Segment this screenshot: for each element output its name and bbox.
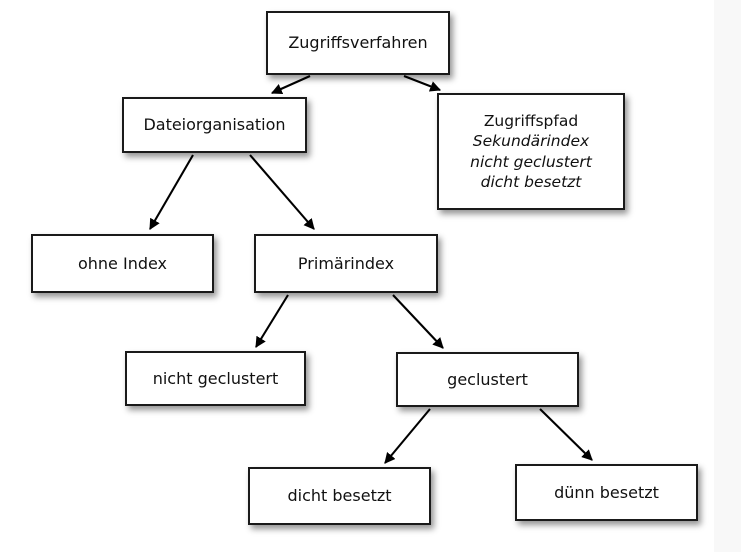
edge-geclustert-dicht-besetzt — [384, 408, 431, 464]
node-zugriffspfad[interactable]: Zugriffspfad Sekundärindex nicht geclust… — [437, 93, 625, 210]
node-label: dicht besetzt — [287, 486, 392, 506]
node-label: dünn besetzt — [554, 482, 659, 502]
node-dateiorganisation[interactable]: Dateiorganisation — [122, 97, 307, 153]
edge-dateiorganisation-ohne-index — [149, 154, 194, 230]
node-zugriffsverfahren[interactable]: Zugriffsverfahren — [266, 11, 450, 75]
node-geclustert[interactable]: geclustert — [396, 352, 579, 407]
node-label: Primärindex — [297, 253, 395, 273]
node-primaerindex[interactable]: Primärindex — [254, 234, 438, 293]
edge-geclustert-duenn-besetzt — [539, 408, 593, 461]
edge-primaerindex-geclustert — [392, 294, 444, 349]
node-duenn-besetzt[interactable]: dünn besetzt — [515, 464, 698, 521]
edge-zugriffsverfahren-dateiorganisation — [271, 75, 311, 94]
node-ohne-index[interactable]: ohne Index — [31, 234, 214, 293]
node-label: geclustert — [447, 369, 528, 389]
node-nicht-geclustert[interactable]: nicht geclustert — [125, 351, 306, 406]
edge-zugriffsverfahren-zugriffspfad — [403, 75, 442, 92]
edge-primaerindex-nicht-geclustert — [255, 294, 289, 348]
node-label-multiline: Zugriffspfad Sekundärindex nicht geclust… — [470, 111, 592, 191]
edge-dateiorganisation-primaerindex — [249, 154, 315, 230]
node-label: ohne Index — [77, 253, 168, 273]
node-label: Zugriffsverfahren — [288, 33, 428, 53]
node-label: nicht geclustert — [152, 368, 279, 388]
right-background-strip — [714, 0, 741, 552]
node-label: Dateiorganisation — [143, 115, 286, 135]
node-dicht-besetzt[interactable]: dicht besetzt — [248, 467, 431, 525]
